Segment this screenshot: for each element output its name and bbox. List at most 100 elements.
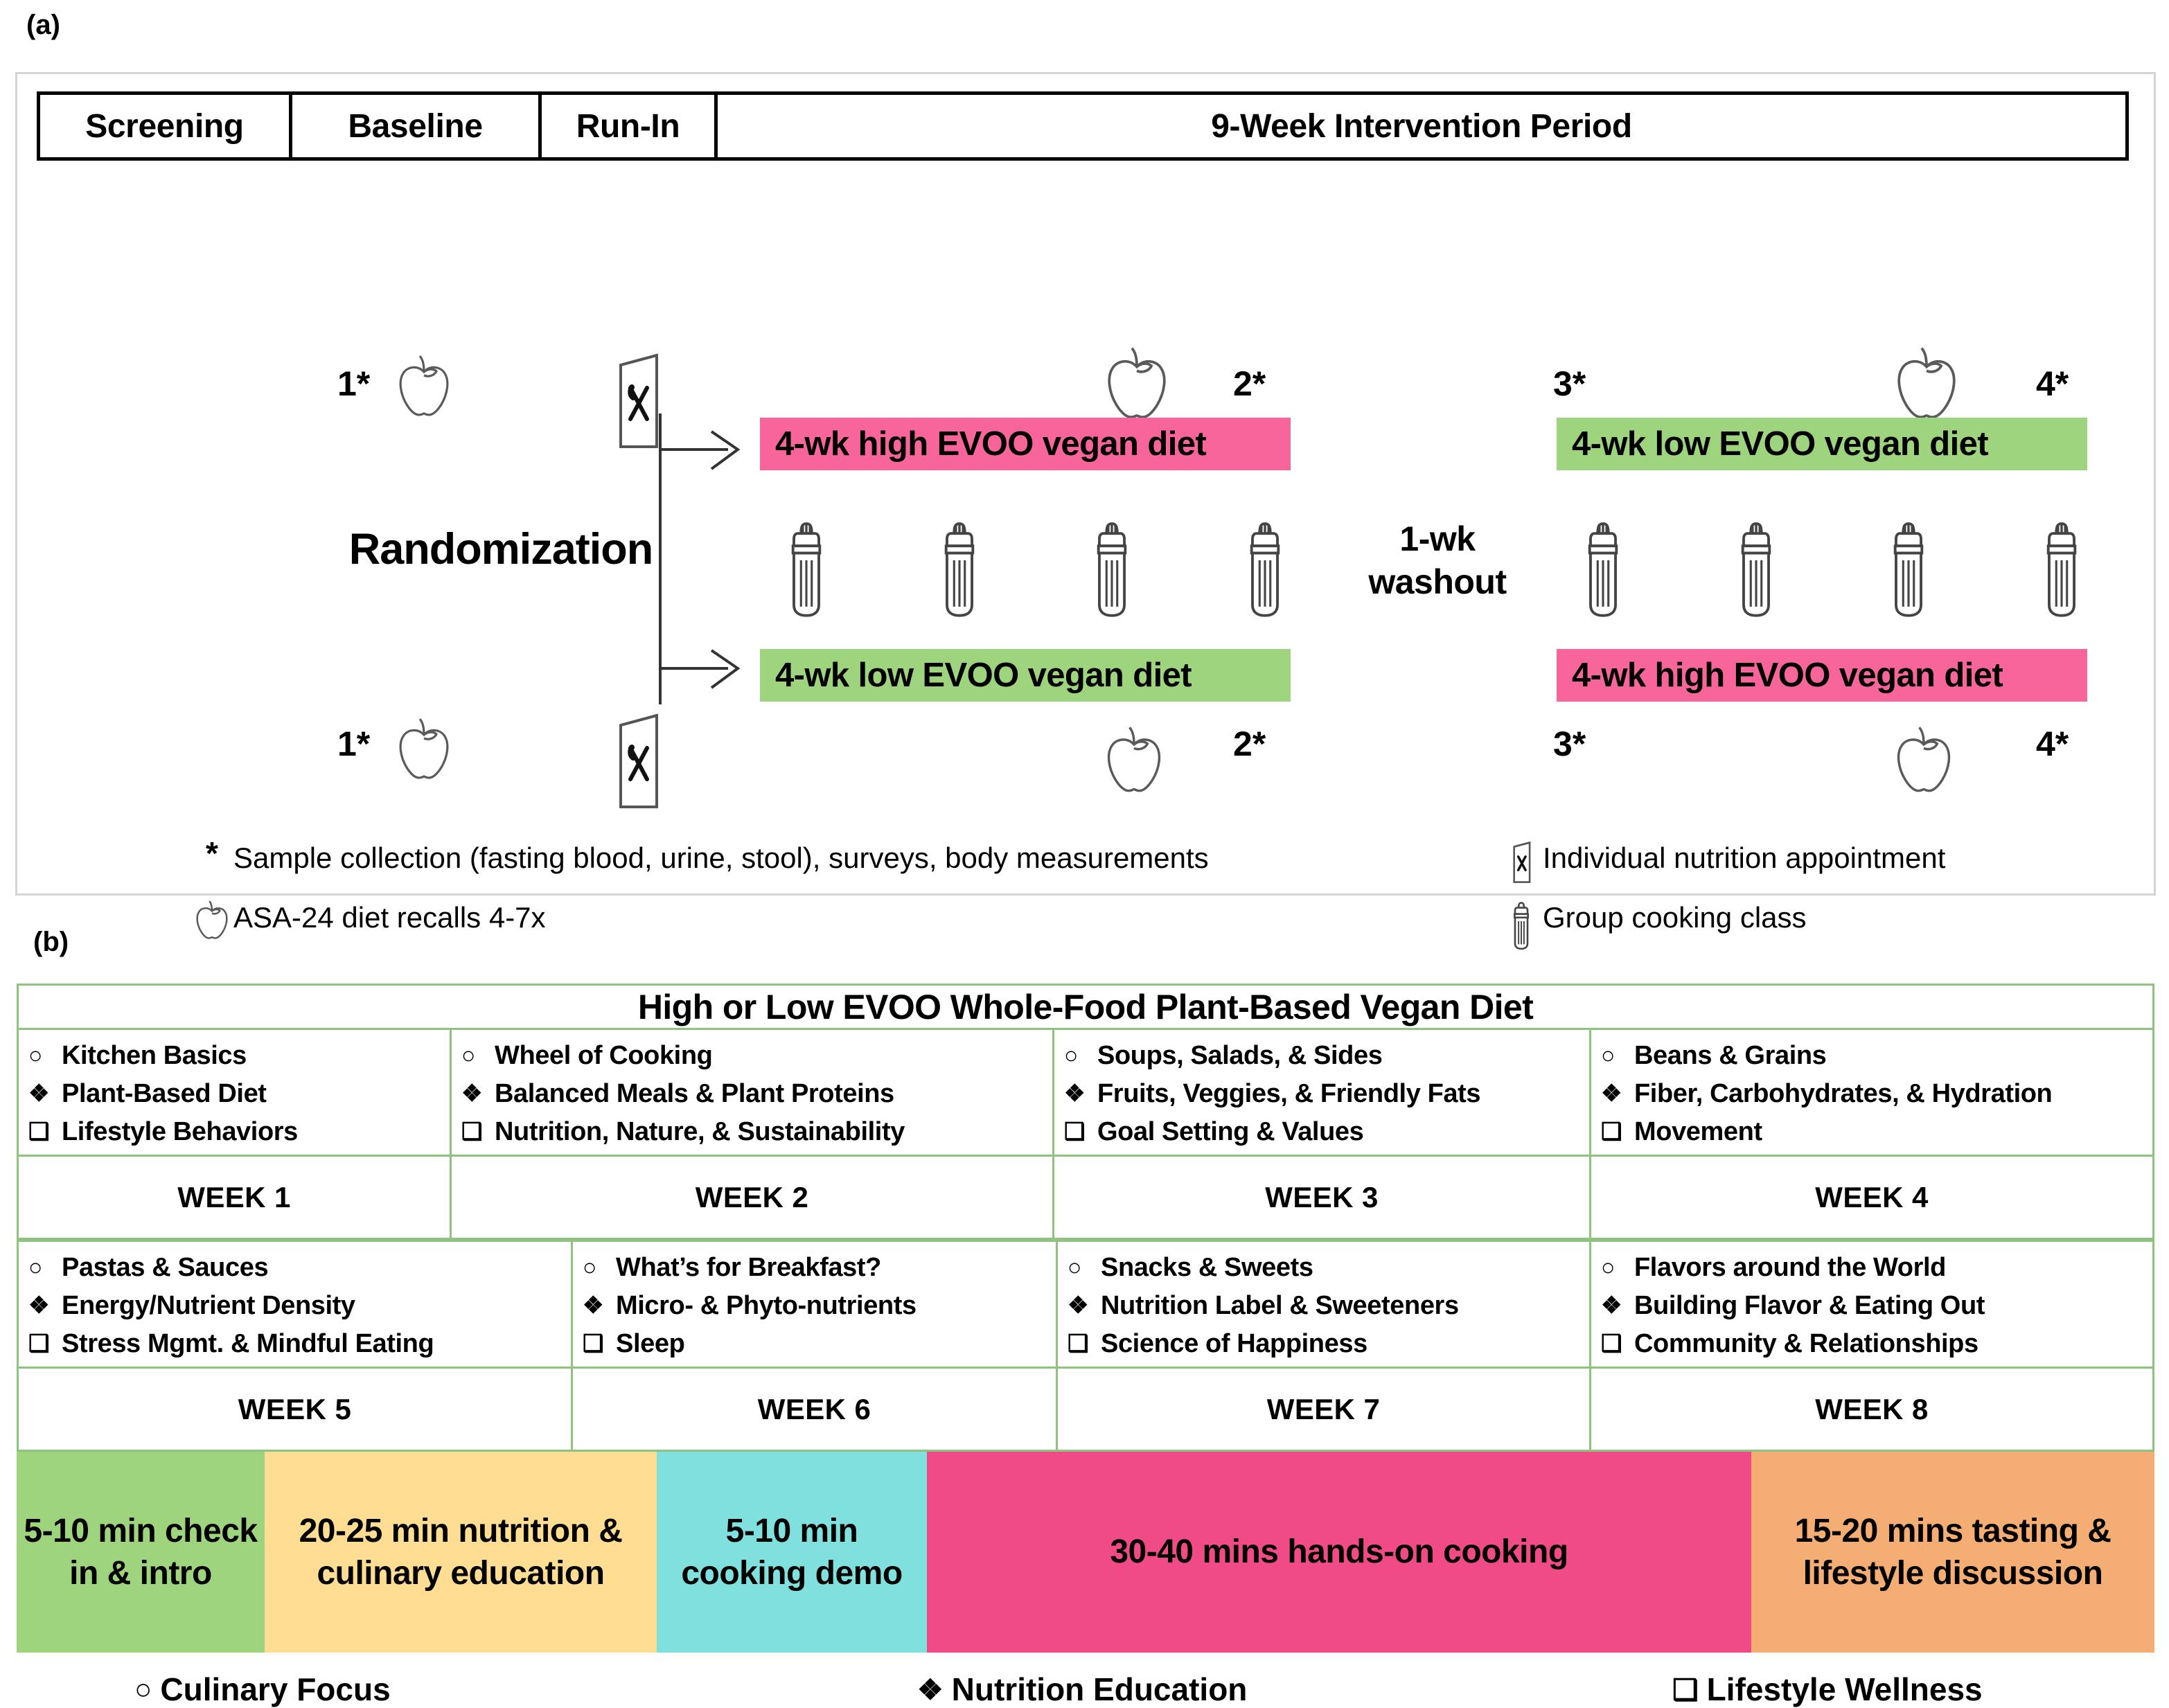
floral-bullet-icon: ❖ [1601, 1080, 1622, 1107]
panel-a-container: Screening Baseline Run-In 9-Week Interve… [15, 72, 2156, 950]
week-label-2: WEEK 2 [452, 1157, 1052, 1240]
legend-item-sample-collection: * Sample collection (fasting blood, urin… [191, 837, 1500, 875]
circle-bullet-icon: ○ [134, 1673, 152, 1705]
week-cell-7: ○Snacks & Sweets ❖Nutrition Label & Swee… [1058, 1240, 1591, 1452]
timepoint-1-arm2: 1* [337, 724, 371, 763]
topic-item: ❖Building Flavor & Eating Out [1601, 1287, 2152, 1325]
circle-bullet-icon: ○ [583, 1254, 597, 1281]
timeline-segment-check-in: 5-10 min check in & intro [17, 1452, 265, 1653]
legend-row-1: * Sample collection (fasting blood, urin… [191, 837, 2144, 884]
phase-cell-baseline: Baseline [292, 95, 542, 157]
week-label-4: WEEK 4 [1591, 1157, 2152, 1240]
panel-b-label: (b) [33, 927, 69, 957]
diet-bar-arm1-period2: 4-wk low EVOO vegan diet [1557, 418, 2087, 470]
topic-item: ❖Micro- & Phyto-nutrients [583, 1287, 1056, 1325]
topic-item: ○Snacks & Sweets [1068, 1249, 1589, 1287]
topic-item: ❖Nutrition Label & Sweeteners [1068, 1287, 1589, 1325]
circle-bullet-icon: ○ [28, 1254, 43, 1281]
topic-item: ❖Balanced Meals & Plant Proteins [461, 1075, 1052, 1113]
salt-shaker-icon [1085, 517, 1139, 626]
salt-shaker-icon [1500, 900, 1543, 952]
diet-bar-arm2-period2: 4-wk high EVOO vegan diet [1557, 649, 2087, 702]
timepoint-3-arm1: 3* [1553, 364, 1586, 403]
timepoint-1-arm1: 1* [337, 364, 371, 403]
week-row-2: ○Pastas & Sauces ❖Energy/Nutrient Densit… [17, 1240, 2154, 1452]
floral-bullet-icon: ❖ [1064, 1080, 1086, 1107]
menu-card-icon [1500, 840, 1543, 884]
topic-item: ❑Stress Mgmt. & Mindful Eating [28, 1325, 571, 1363]
topic-item: ❑Community & Relationships [1601, 1325, 2152, 1363]
week-cell-4: ○Beans & Grains ❖Fiber, Carbohydrates, &… [1591, 1028, 2152, 1240]
phase-cell-screening: Screening [40, 95, 292, 157]
apple-icon [191, 900, 233, 940]
timeline-segment-cooking-demo: 5-10 min cooking demo [657, 1452, 927, 1653]
panel-b-container: High or Low EVOO Whole-Food Plant-Based … [17, 984, 2154, 1708]
week-cell-2: ○Wheel of Cooking ❖Balanced Meals & Plan… [452, 1028, 1054, 1240]
salt-shaker-icon [932, 517, 986, 626]
randomization-label: Randomization [348, 525, 654, 573]
circle-bullet-icon: ○ [1064, 1042, 1079, 1069]
timepoint-2-arm1: 2* [1233, 364, 1266, 403]
circle-bullet-icon: ○ [28, 1042, 43, 1069]
salt-shaker-icon [779, 517, 833, 626]
panel-b-title: High or Low EVOO Whole-Food Plant-Based … [17, 984, 2154, 1028]
panel-b-legend: ○ Culinary Focus ❖ Nutrition Education ❑… [17, 1671, 2154, 1708]
week-label-6: WEEK 6 [573, 1369, 1056, 1452]
week-row-1: ○Kitchen Basics ❖Plant-Based Diet ❑Lifes… [17, 1028, 2154, 1240]
topic-item: ❑Science of Happiness [1068, 1325, 1589, 1363]
topic-item: ❑Movement [1601, 1113, 2152, 1151]
week-cell-6: ○What’s for Breakfast? ❖Micro- & Phyto-n… [573, 1240, 1058, 1452]
week-4-topics: ○Beans & Grains ❖Fiber, Carbohydrates, &… [1591, 1028, 2152, 1157]
square-bullet-icon: ❑ [1064, 1119, 1086, 1146]
topic-item: ❑Nutrition, Nature, & Sustainability [461, 1113, 1052, 1151]
study-phase-header: Screening Baseline Run-In 9-Week Interve… [37, 91, 2129, 161]
circle-bullet-icon: ○ [1601, 1254, 1615, 1281]
floral-bullet-icon: ❖ [28, 1080, 50, 1107]
week-cell-1: ○Kitchen Basics ❖Plant-Based Diet ❑Lifes… [19, 1028, 452, 1240]
menu-card-icon [603, 710, 672, 816]
floral-bullet-icon: ❖ [461, 1080, 483, 1107]
week-1-topics: ○Kitchen Basics ❖Plant-Based Diet ❑Lifes… [19, 1028, 450, 1157]
timeline-segment-nutrition-education: 20-25 min nutrition & culinary education [265, 1452, 657, 1653]
square-bullet-icon: ❑ [1672, 1673, 1699, 1706]
legend-item-nutrition-education: ❖ Nutrition Education [917, 1671, 1248, 1707]
timepoint-4-arm2: 4* [2036, 724, 2069, 763]
phase-cell-run-in: Run-In [542, 95, 718, 157]
square-bullet-icon: ❑ [1601, 1331, 1622, 1358]
floral-bullet-icon: ❖ [917, 1673, 944, 1706]
circle-bullet-icon: ○ [461, 1042, 476, 1069]
timeline-segment-hands-on-cooking: 30-40 mins hands-on cooking [927, 1452, 1751, 1653]
apple-icon [1105, 725, 1163, 797]
topic-item: ○Pastas & Sauces [28, 1249, 571, 1287]
apple-icon [1895, 725, 1953, 797]
topic-item: ○Kitchen Basics [28, 1037, 450, 1075]
week-3-topics: ○Soups, Salads, & Sides ❖Fruits, Veggies… [1054, 1028, 1589, 1157]
timepoint-3-arm2: 3* [1553, 724, 1586, 763]
timeline-segment-tasting-discussion: 15-20 mins tasting & lifestyle discussio… [1751, 1452, 2154, 1653]
diet-bar-arm2-period1: 4-wk low EVOO vegan diet [760, 649, 1291, 702]
floral-bullet-icon: ❖ [583, 1292, 604, 1319]
topic-item: ❑Lifestyle Behaviors [28, 1113, 450, 1151]
topic-item: ❖Fiber, Carbohydrates, & Hydration [1601, 1075, 2152, 1113]
square-bullet-icon: ❑ [1068, 1331, 1089, 1358]
week-label-3: WEEK 3 [1054, 1157, 1589, 1240]
salt-shaker-icon [1729, 517, 1783, 626]
square-bullet-icon: ❑ [583, 1331, 604, 1358]
week-cell-3: ○Soups, Salads, & Sides ❖Fruits, Veggies… [1054, 1028, 1591, 1240]
topic-item: ❑Sleep [583, 1325, 1056, 1363]
legend-item-lifestyle-wellness: ❑ Lifestyle Wellness [1672, 1671, 1983, 1707]
legend-item-nutrition-appointment: Individual nutrition appointment [1500, 840, 1945, 884]
floral-bullet-icon: ❖ [1601, 1292, 1622, 1319]
cooking-class-shakers-period1 [779, 517, 1292, 626]
topic-item: ○What’s for Breakfast? [583, 1249, 1056, 1287]
square-bullet-icon: ❑ [28, 1331, 50, 1358]
week-8-topics: ○Flavors around the World ❖Building Flav… [1591, 1240, 2152, 1369]
legend-row-2: ASA-24 diet recalls 4-7x Group cooking c… [191, 900, 2144, 952]
topic-item: ○Flavors around the World [1601, 1249, 2152, 1287]
week-cell-8: ○Flavors around the World ❖Building Flav… [1591, 1240, 2152, 1452]
apple-icon [397, 717, 451, 784]
menu-card-icon [603, 350, 672, 456]
timepoint-4-arm1: 4* [2036, 364, 2069, 403]
topic-item: ○Beans & Grains [1601, 1037, 2152, 1075]
week-5-topics: ○Pastas & Sauces ❖Energy/Nutrient Densit… [19, 1240, 571, 1369]
